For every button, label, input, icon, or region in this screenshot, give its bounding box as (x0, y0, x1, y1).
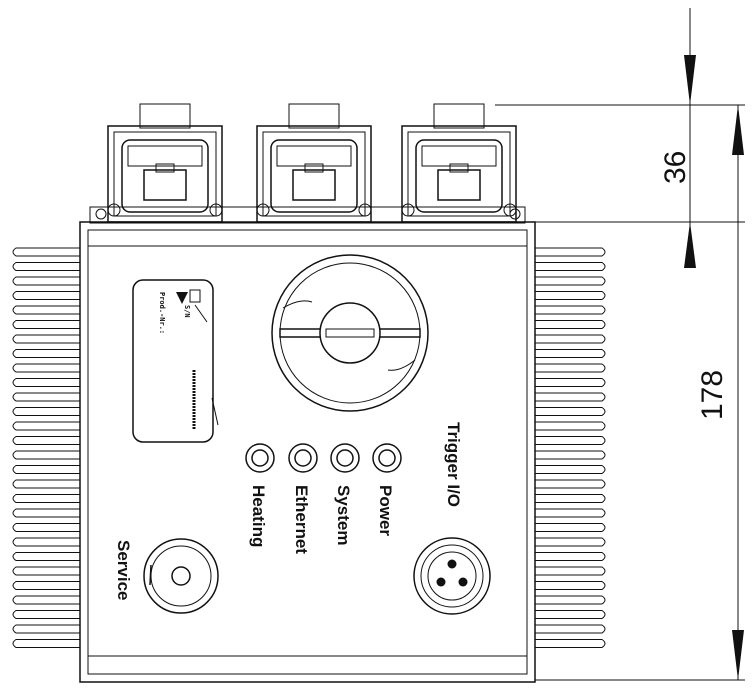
fin (535, 262, 606, 271)
fin (12, 639, 80, 648)
heatsink-fins-left (12, 247, 80, 648)
fin (12, 421, 80, 431)
dim-178: 178 (696, 370, 729, 420)
fin (535, 537, 606, 547)
trigger-io: Trigger I/O (413, 422, 491, 615)
label-power: Power (376, 485, 395, 536)
fin (535, 334, 606, 344)
fin (535, 508, 606, 518)
nameplate-logo-icon (176, 289, 208, 323)
rj45-connector (256, 103, 372, 223)
fin (535, 305, 606, 315)
fin (12, 523, 80, 532)
fin (535, 392, 606, 402)
fin (535, 421, 606, 431)
fin (535, 363, 606, 373)
fin (535, 320, 606, 329)
fin (12, 624, 80, 634)
fin (535, 291, 606, 300)
label-ethernet: Ethernet (292, 485, 311, 554)
fin (12, 349, 80, 358)
fin (535, 595, 606, 605)
fin (12, 407, 80, 416)
fin (12, 537, 80, 547)
dimension-annotations: 36 178 (495, 8, 745, 681)
nameplate-line2: S/N (183, 305, 191, 318)
label-heating: Heating (249, 485, 268, 547)
fin (12, 378, 80, 387)
rj45-connector (107, 103, 223, 223)
fin (535, 566, 606, 576)
fin (12, 262, 80, 271)
arrow-down-icon (732, 630, 744, 680)
fin (12, 276, 80, 286)
fan (271, 254, 429, 412)
fin (535, 552, 606, 561)
fin (12, 566, 80, 576)
heatsink-fins-right (535, 247, 606, 648)
fin (12, 479, 80, 489)
fin (12, 450, 80, 460)
fin (12, 610, 80, 619)
fin (535, 436, 606, 445)
fin (535, 276, 606, 286)
fin (12, 305, 80, 315)
fin (12, 552, 80, 561)
label-service: Service (114, 540, 133, 601)
fin (535, 610, 606, 619)
fin (12, 465, 80, 474)
fin (535, 479, 606, 489)
fin (535, 465, 606, 474)
fin (12, 436, 80, 445)
led-power (372, 443, 402, 473)
fin (12, 494, 80, 503)
rj45-connector (401, 103, 517, 223)
fin (535, 639, 606, 648)
fin (12, 581, 80, 590)
service-port: Service (114, 538, 219, 614)
fin (535, 450, 606, 460)
fin (535, 247, 606, 257)
nameplate-line1: Prod.-Nr.: (158, 292, 166, 334)
fin (12, 595, 80, 605)
fin (535, 494, 606, 503)
label-trigger: Trigger I/O (444, 422, 463, 507)
fin (535, 523, 606, 532)
fin (12, 392, 80, 402)
led-system (330, 443, 360, 473)
label-system: System (334, 485, 353, 545)
status-leds: Heating Ethernet System Power (245, 443, 402, 554)
dim-36: 36 (659, 151, 692, 184)
arrow-up-icon (684, 222, 696, 268)
led-heating (245, 443, 275, 473)
fin (535, 624, 606, 634)
fin (535, 407, 606, 416)
fin (12, 363, 80, 373)
nameplate: Prod.-Nr.: S/N (132, 279, 219, 443)
fin (12, 334, 80, 344)
arrow-down-icon (684, 55, 696, 105)
fin (12, 320, 80, 329)
fin (12, 247, 80, 257)
fin (12, 508, 80, 518)
fin (12, 291, 80, 300)
fin (535, 581, 606, 590)
fin (535, 378, 606, 387)
fin (535, 349, 606, 358)
led-ethernet (288, 443, 318, 473)
arrow-up-icon (732, 105, 744, 155)
connector-group (107, 103, 517, 223)
